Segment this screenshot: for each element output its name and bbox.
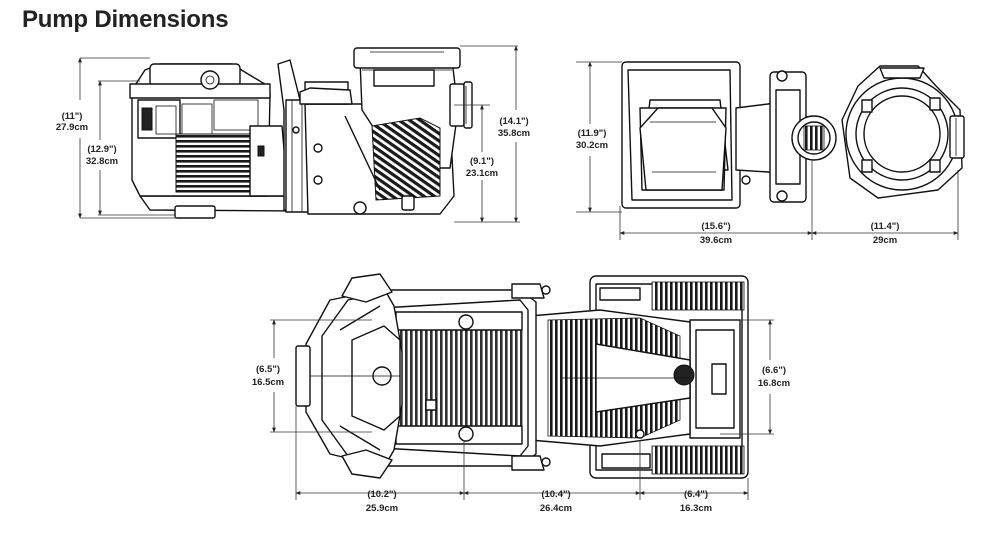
front-height-in: (11.9") (578, 128, 607, 139)
side-height-overall-cm: 32.8cm (86, 156, 118, 167)
top-length-1-cm: 25.9cm (366, 503, 398, 514)
top-motor-height-cm: 16.8cm (758, 378, 790, 389)
side-height-motor-in: (11") (62, 111, 83, 122)
page-title: Pump Dimensions (22, 6, 229, 33)
side-height-overall-in: (12.9") (87, 144, 116, 155)
front-height-cm: 30.2cm (576, 140, 608, 151)
top-length-3-in: (6.4") (684, 489, 708, 500)
side-total-height-in: (14.1") (499, 116, 528, 127)
top-length-2-in: (10.4") (541, 489, 570, 500)
side-view: (11") 27.9cm (12.9") 32.8cm (9.1") 23.1c… (56, 45, 530, 223)
top-length-1-in: (10.2") (367, 489, 396, 500)
front-width-right-cm: 29cm (873, 235, 897, 246)
top-length-3-cm: 16.3cm (680, 503, 712, 514)
front-view: (11.9") 30.2cm (15.6") 39.6cm (11.4") 29… (576, 61, 965, 246)
top-inlet-height-cm: 16.5cm (252, 377, 284, 388)
front-width-right-in: (11.4") (871, 221, 900, 232)
top-length-2-cm: 26.4cm (540, 503, 572, 514)
top-view: (6.5") 16.5cm (6.6") 16.8cm (10.2") 25.9… (252, 273, 790, 514)
side-discharge-height-cm: 23.1cm (466, 168, 498, 179)
front-width-left-in: (15.6") (701, 221, 730, 232)
top-inlet-height-in: (6.5") (256, 364, 280, 375)
front-width-left-cm: 39.6cm (700, 235, 732, 246)
side-height-motor-cm: 27.9cm (56, 122, 88, 133)
side-discharge-height-in: (9.1") (470, 156, 494, 167)
top-motor-height-in: (6.6") (762, 365, 786, 376)
side-total-height-cm: 35.8cm (498, 128, 530, 139)
